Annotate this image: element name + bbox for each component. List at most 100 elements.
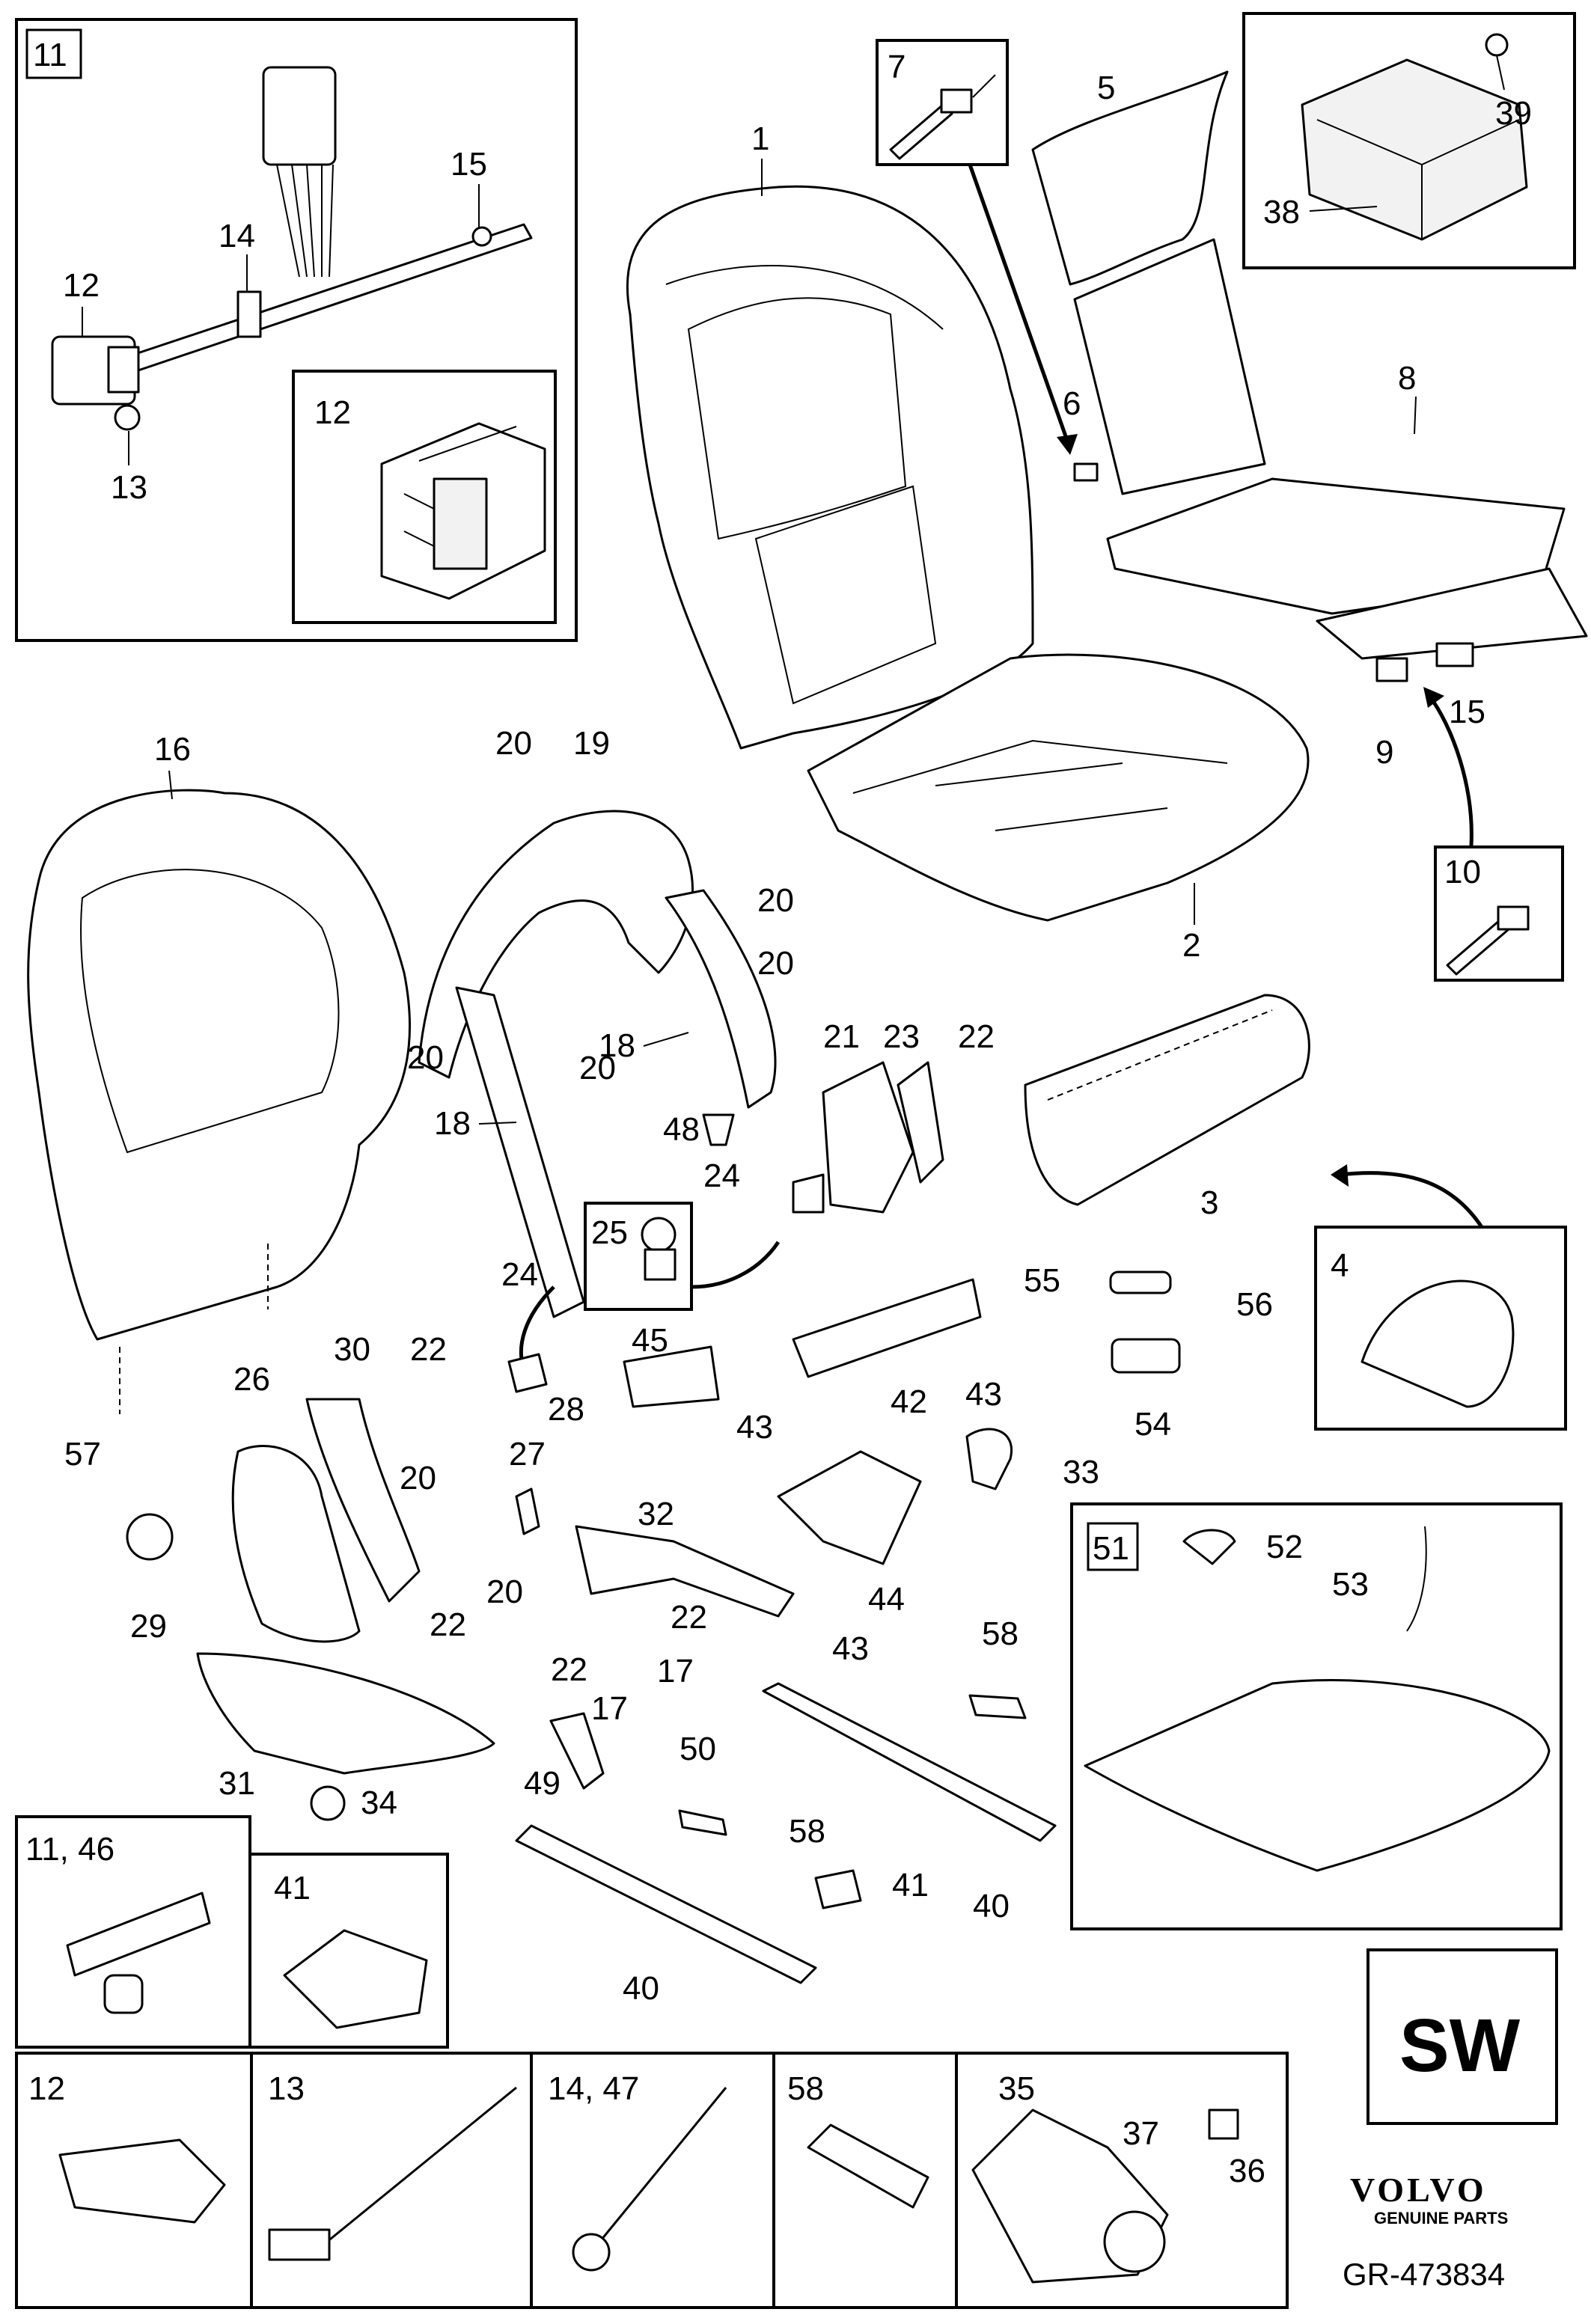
label-20-bottom: 20 [486, 1574, 523, 1610]
inset-wiring-harness: 11 12 14 15 13 12 [15, 18, 578, 642]
label-31: 31 [219, 1765, 255, 1802]
label-43-low: 43 [832, 1630, 869, 1667]
label-1: 1 [751, 120, 769, 157]
label-25: 25 [591, 1214, 628, 1251]
label-20-right2: 20 [757, 945, 794, 982]
label-43-right: 43 [965, 1376, 1002, 1413]
label-22-mid2: 22 [671, 1599, 707, 1636]
label-20-top: 20 [495, 725, 532, 762]
part-cushion-cover: 2 [807, 653, 1310, 964]
label-17-below: 17 [591, 1690, 628, 1727]
panel-label-12: 12 [28, 2070, 65, 2107]
label-20-low: 20 [400, 1460, 436, 1496]
part-backrest-cover: 1 [626, 120, 1034, 750]
label-42: 42 [891, 1383, 927, 1420]
label-53: 53 [1332, 1566, 1369, 1603]
label-26: 26 [233, 1361, 270, 1398]
inset-control-module: 39 38 [1242, 12, 1576, 269]
part-seat-frame: 32 22 22 17 17 43 45 42 43 43 44 33 [551, 1278, 1099, 1727]
label-52: 52 [1266, 1529, 1303, 1565]
label-7: 7 [888, 49, 906, 85]
part-rails: 40 40 41 58 58 49 50 [515, 1615, 1057, 2007]
part-small-items: 55 56 54 [1024, 1262, 1273, 1443]
label-44: 44 [868, 1581, 905, 1618]
label-28: 28 [548, 1391, 584, 1428]
brand-tagline: GENUINE PARTS [1374, 2209, 1508, 2227]
drawing-reference: GR-473834 [1343, 2257, 1505, 2292]
bottom-detail-panels: 11, 46 41 12 13 14, 47 58 35 37 36 [15, 1815, 1289, 2309]
label-11: 11 [33, 37, 67, 73]
label-21: 21 [823, 1018, 860, 1055]
label-18-left: 18 [434, 1105, 471, 1142]
label-20-mid: 20 [579, 1050, 616, 1086]
label-29: 29 [130, 1608, 167, 1645]
panel-label-41: 41 [274, 1870, 311, 1906]
label-12-detail: 12 [314, 394, 351, 431]
label-24-left: 24 [501, 1256, 538, 1293]
label-14: 14 [219, 218, 255, 254]
label-4: 4 [1331, 1247, 1349, 1284]
label-41: 41 [892, 1867, 929, 1903]
panel-label-13: 13 [268, 2070, 305, 2107]
label-15-harness: 15 [451, 146, 487, 183]
part-heating-mats: 5 6 8 9 15 [1031, 70, 1588, 846]
label-34: 34 [361, 1785, 397, 1821]
label-18-right: 18 [599, 1027, 635, 1064]
label-51: 51 [1093, 1530, 1129, 1567]
label-22-left: 22 [410, 1331, 447, 1368]
part-backrest-panel: 16 57 [27, 731, 411, 1473]
label-58-left: 58 [789, 1813, 825, 1850]
label-22-mid: 22 [551, 1651, 587, 1688]
label-10: 10 [1444, 854, 1481, 890]
label-55: 55 [1024, 1262, 1060, 1299]
label-5: 5 [1097, 70, 1115, 106]
label-13: 13 [111, 469, 147, 506]
label-22-top: 22 [958, 1018, 995, 1055]
label-22-bottom: 22 [430, 1606, 466, 1643]
label-38: 38 [1263, 194, 1300, 230]
label-3: 3 [1200, 1184, 1218, 1221]
label-19: 19 [573, 725, 610, 762]
label-48: 48 [663, 1111, 700, 1148]
label-2: 2 [1182, 927, 1200, 964]
label-45: 45 [632, 1322, 668, 1359]
label-23: 23 [883, 1018, 920, 1055]
part-seat-cushion: 3 4 [1024, 994, 1567, 1431]
panel-label-35: 35 [998, 2070, 1035, 2107]
label-15: 15 [1449, 694, 1485, 730]
label-8: 8 [1398, 360, 1416, 397]
label-56: 56 [1236, 1286, 1273, 1323]
part-recliner-mechanism: 21 23 22 24 48 25 24 [501, 1018, 995, 1370]
brand-name: VOLVO [1350, 2171, 1487, 2209]
label-58-right: 58 [982, 1615, 1019, 1652]
label-17-right: 17 [657, 1653, 694, 1690]
variant-badge-frame [1366, 1948, 1558, 2125]
label-40-right: 40 [973, 1888, 1010, 1924]
part-backrest-frame: 19 20 20 20 18 20 18 20 [407, 725, 794, 1318]
label-27: 27 [509, 1436, 546, 1473]
label-49: 49 [524, 1765, 561, 1802]
panel-label-36: 36 [1229, 2153, 1265, 2189]
label-9: 9 [1375, 734, 1393, 771]
label-30: 30 [334, 1331, 370, 1368]
variant-badge: SW [1399, 2004, 1521, 2088]
inset-cushion-51: 51 52 53 [1070, 1502, 1563, 1930]
inset-part-7: 7 [876, 39, 1078, 455]
inset-part-10: 10 [1434, 845, 1564, 982]
label-16: 16 [154, 731, 191, 768]
label-12-harness: 12 [63, 267, 100, 304]
label-40-left: 40 [623, 1970, 659, 2007]
label-54: 54 [1135, 1406, 1171, 1443]
label-57: 57 [64, 1436, 101, 1473]
label-33: 33 [1063, 1454, 1099, 1490]
label-50: 50 [680, 1731, 716, 1767]
panel-label-14-47: 14, 47 [548, 2070, 639, 2107]
label-24-top: 24 [703, 1158, 740, 1194]
label-39: 39 [1495, 95, 1532, 132]
part-side-trim: 26 30 29 31 34 22 28 20 27 20 22 [126, 1331, 584, 1821]
label-6: 6 [1063, 385, 1081, 422]
panel-label-11-46: 11, 46 [25, 1831, 114, 1868]
label-20-left: 20 [407, 1039, 444, 1076]
label-43-mid: 43 [736, 1409, 773, 1446]
